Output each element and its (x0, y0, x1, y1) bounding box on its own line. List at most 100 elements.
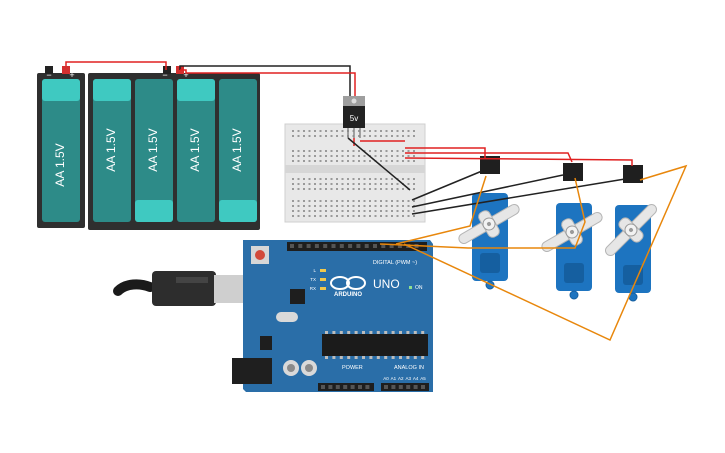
servo-motor-1[interactable] (453, 156, 526, 290)
digital-pin[interactable] (397, 244, 402, 248)
digital-pin[interactable] (381, 244, 386, 248)
analog-pin[interactable] (406, 385, 411, 389)
board-led (320, 287, 326, 290)
regulator-tab-hole (351, 98, 357, 104)
battery-cell-body (93, 79, 131, 222)
power-header-label: POWER (342, 365, 363, 371)
wire-battery-ground[interactable] (179, 65, 351, 96)
battery-cell-body (177, 79, 215, 222)
wire-servo3-ground[interactable] (411, 178, 626, 215)
analog-pin[interactable] (391, 385, 396, 389)
capacitor-top (305, 364, 313, 372)
wire-regulator-ground[interactable] (347, 137, 411, 191)
usb-plug-grip (176, 277, 208, 283)
wire-servo1-signal[interactable] (395, 175, 487, 245)
usb-interface-chip (290, 289, 305, 304)
power-pin[interactable] (358, 385, 362, 389)
analog-header-label: ANALOG IN (394, 365, 424, 371)
analog-pin[interactable] (398, 385, 403, 389)
led-label: RX (310, 286, 316, 291)
reset-button[interactable] (255, 250, 265, 260)
battery-cell-label: AA 1.5V (104, 128, 118, 171)
power-pin[interactable] (328, 385, 333, 389)
wire-battery-series[interactable] (65, 61, 167, 70)
usb-port (214, 275, 248, 303)
breadboard-holes (292, 130, 415, 217)
battery-cell-label: AA 1.5V (146, 128, 160, 171)
battery-cell: AA 1.5V (135, 79, 173, 222)
battery-minus-terminal[interactable] (45, 66, 53, 74)
power-pin[interactable] (350, 385, 355, 389)
voltage-regulator[interactable]: 5v (343, 96, 365, 138)
digital-pin[interactable] (331, 244, 336, 248)
digital-pin[interactable] (298, 244, 303, 248)
usb-cable[interactable] (113, 279, 155, 296)
board-model-label: UNO (373, 277, 400, 291)
battery-minus-terminal[interactable] (163, 66, 171, 74)
analog-pin[interactable] (421, 385, 425, 389)
battery-pack-4xAA[interactable]: AA 1.5V AA 1.5V AA 1.5V AA 1.5V − + (88, 66, 260, 230)
breadboard-center-channel (285, 165, 425, 173)
atmega-chip (322, 334, 428, 356)
power-pin[interactable] (343, 385, 348, 389)
battery-cell-cap (177, 79, 215, 101)
board-led (320, 278, 326, 281)
digital-pin[interactable] (389, 244, 394, 248)
power-pin[interactable] (335, 385, 340, 389)
plus-sign: + (183, 70, 188, 80)
digital-pin[interactable] (306, 244, 311, 248)
servo-mount-tab (569, 290, 579, 300)
servo-base (623, 265, 643, 285)
digital-header-label: DIGITAL (PWM ~) (373, 260, 417, 266)
minus-sign: − (162, 70, 167, 80)
digital-pin[interactable] (290, 244, 294, 248)
digital-pin[interactable] (339, 244, 344, 248)
digital-pin[interactable] (373, 244, 377, 248)
plus-sign: + (69, 70, 74, 80)
analog-pin-label: A0 (383, 376, 389, 381)
servo-connector[interactable] (623, 165, 643, 183)
servo-horn[interactable] (453, 195, 526, 253)
battery-cell-label: AA 1.5V (230, 128, 244, 171)
power-pin[interactable] (321, 385, 325, 389)
analog-pin[interactable] (384, 385, 388, 389)
wire-servo1-ground[interactable] (411, 170, 483, 201)
wire-servo3-power[interactable] (404, 157, 633, 166)
servo-connector[interactable] (563, 163, 583, 181)
wire-battery-positive[interactable] (180, 69, 356, 96)
analog-pin-label: A5 (420, 376, 426, 381)
servo-base (564, 263, 584, 283)
digital-pin[interactable] (356, 244, 361, 248)
power-pin[interactable] (365, 385, 370, 389)
battery-pack-1xAA[interactable]: AA 1.5V − + (37, 66, 85, 228)
servo-horn[interactable] (536, 203, 609, 261)
analog-pin-label: A4 (413, 376, 419, 381)
digital-pin[interactable] (314, 244, 319, 248)
wire-servo3-signal[interactable] (403, 164, 688, 342)
usb-plug[interactable] (152, 271, 216, 306)
breadboard[interactable] (284, 123, 426, 223)
battery-plus-terminal[interactable] (62, 66, 70, 74)
wire-servo2-signal[interactable] (379, 177, 586, 249)
board-led (320, 269, 326, 272)
wire-servo1-power[interactable] (405, 147, 486, 158)
battery-cell-label: AA 1.5V (53, 143, 67, 186)
arduino-logo: ARDUINO (330, 276, 366, 298)
digital-pin[interactable] (323, 244, 328, 248)
servo-connector[interactable] (480, 156, 500, 174)
servo-motor-3[interactable] (597, 165, 665, 302)
analog-pin-label: A1 (391, 376, 397, 381)
analog-pin[interactable] (413, 385, 418, 389)
battery-cell-cap (42, 79, 80, 101)
dc-power-jack[interactable] (232, 358, 272, 384)
battery-cell-body (219, 79, 257, 222)
digital-pin[interactable] (348, 244, 353, 248)
servo-motor-2[interactable] (536, 163, 609, 300)
servo-horn[interactable] (597, 196, 665, 264)
digital-pin[interactable] (364, 244, 369, 248)
battery-cell (42, 79, 80, 222)
analog-header[interactable] (381, 383, 429, 391)
wire-servo2-ground[interactable] (411, 174, 564, 208)
battery-cell-label: AA 1.5V (188, 128, 202, 171)
